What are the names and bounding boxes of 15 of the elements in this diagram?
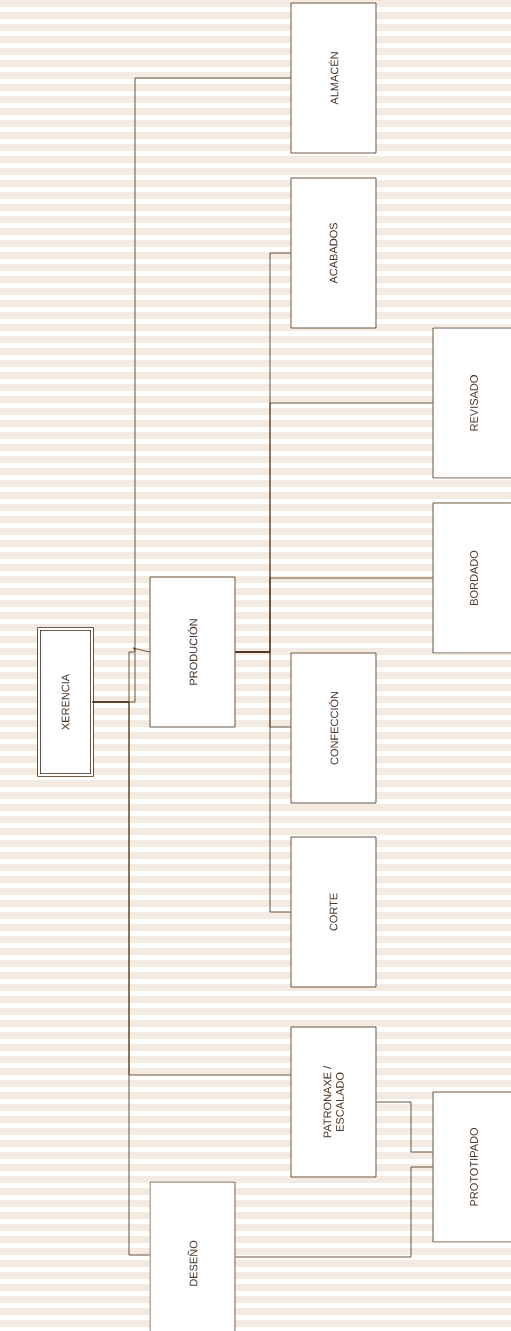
org-box: BORDADO <box>432 502 511 654</box>
connector-line <box>235 1166 433 1258</box>
org-box: PROTOTIPADO <box>432 1091 511 1243</box>
org-box: REVISADO <box>432 327 511 479</box>
connector-line <box>235 651 291 913</box>
org-box: XERENCIA <box>37 627 94 777</box>
connector-line <box>92 701 150 1256</box>
org-box: PRODUCIÓN <box>149 576 236 728</box>
org-box: ACABADOS <box>290 177 377 329</box>
org-box: ALMACÉN <box>290 2 377 154</box>
org-box: CORTE <box>290 836 377 988</box>
org-box: DESEÑO <box>149 1181 236 1331</box>
org-box: PATRONAXE / ESCALADO <box>290 1026 377 1178</box>
org-box: CONFECCIÓN <box>290 652 377 804</box>
connector-line <box>376 1101 433 1153</box>
